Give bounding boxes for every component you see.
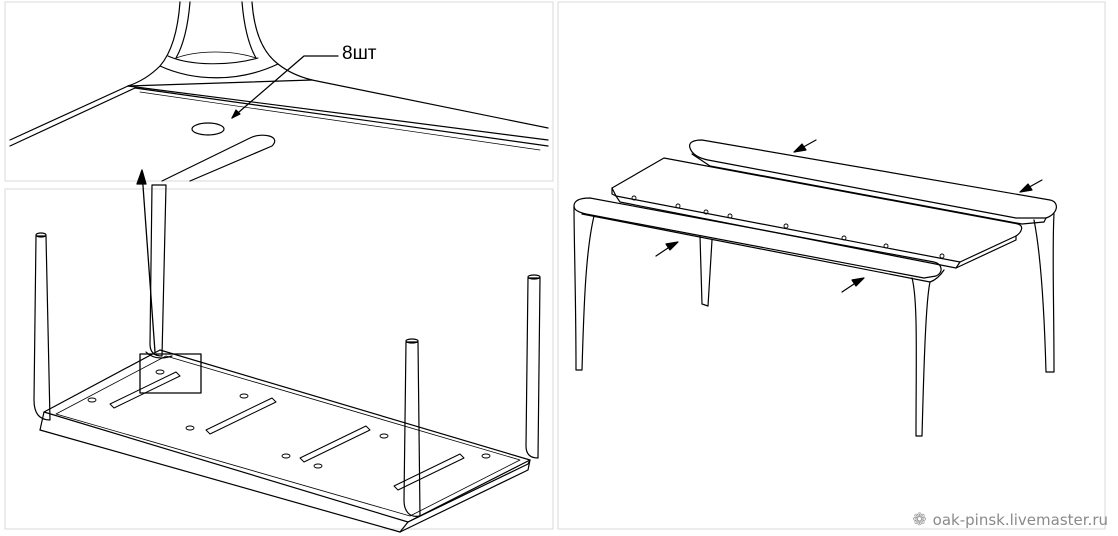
- middle-board-holes: [631, 195, 945, 259]
- watermark: ❁ oak-pinsk.livemaster.ru: [912, 510, 1108, 530]
- underside-holes: [87, 369, 491, 469]
- front-left-leg: [573, 205, 595, 371]
- rear-left-leg: [699, 235, 713, 307]
- front-board: [573, 197, 942, 279]
- arrow-rear-right: [1019, 179, 1043, 193]
- underside-slots: [109, 371, 465, 491]
- panel-frames: [4, 1, 1106, 530]
- detail-view: [9, 1, 549, 182]
- arrow-front-left: [655, 241, 679, 257]
- rear-board: [689, 139, 1057, 219]
- front-right-leg: [911, 277, 931, 437]
- table-underside-view: [33, 184, 541, 533]
- callout-leader: [231, 55, 339, 119]
- arrow-front-right: [841, 277, 865, 293]
- callout-quantity-label: 8шт: [342, 43, 377, 64]
- screw-hole: [191, 122, 225, 136]
- leg-front-left: [33, 235, 51, 421]
- exploded-view: [573, 139, 1057, 437]
- leg-flare: [127, 1, 181, 87]
- zoom-arrow: [136, 169, 156, 353]
- zoom-box: [139, 353, 202, 394]
- arrow-rear-left: [793, 139, 817, 153]
- watermark-text: oak-pinsk.livemaster.ru: [932, 511, 1108, 529]
- leg-back-left: [149, 184, 167, 357]
- rear-right-leg: [1033, 213, 1055, 373]
- leg-back-right: [525, 277, 541, 459]
- middle-board: [611, 157, 1023, 263]
- flower-icon: ❁: [912, 510, 927, 530]
- slot: [161, 134, 276, 182]
- leg-front-right: [403, 341, 421, 517]
- tabletop-outline: [43, 349, 531, 523]
- direction-arrows: [655, 139, 1043, 293]
